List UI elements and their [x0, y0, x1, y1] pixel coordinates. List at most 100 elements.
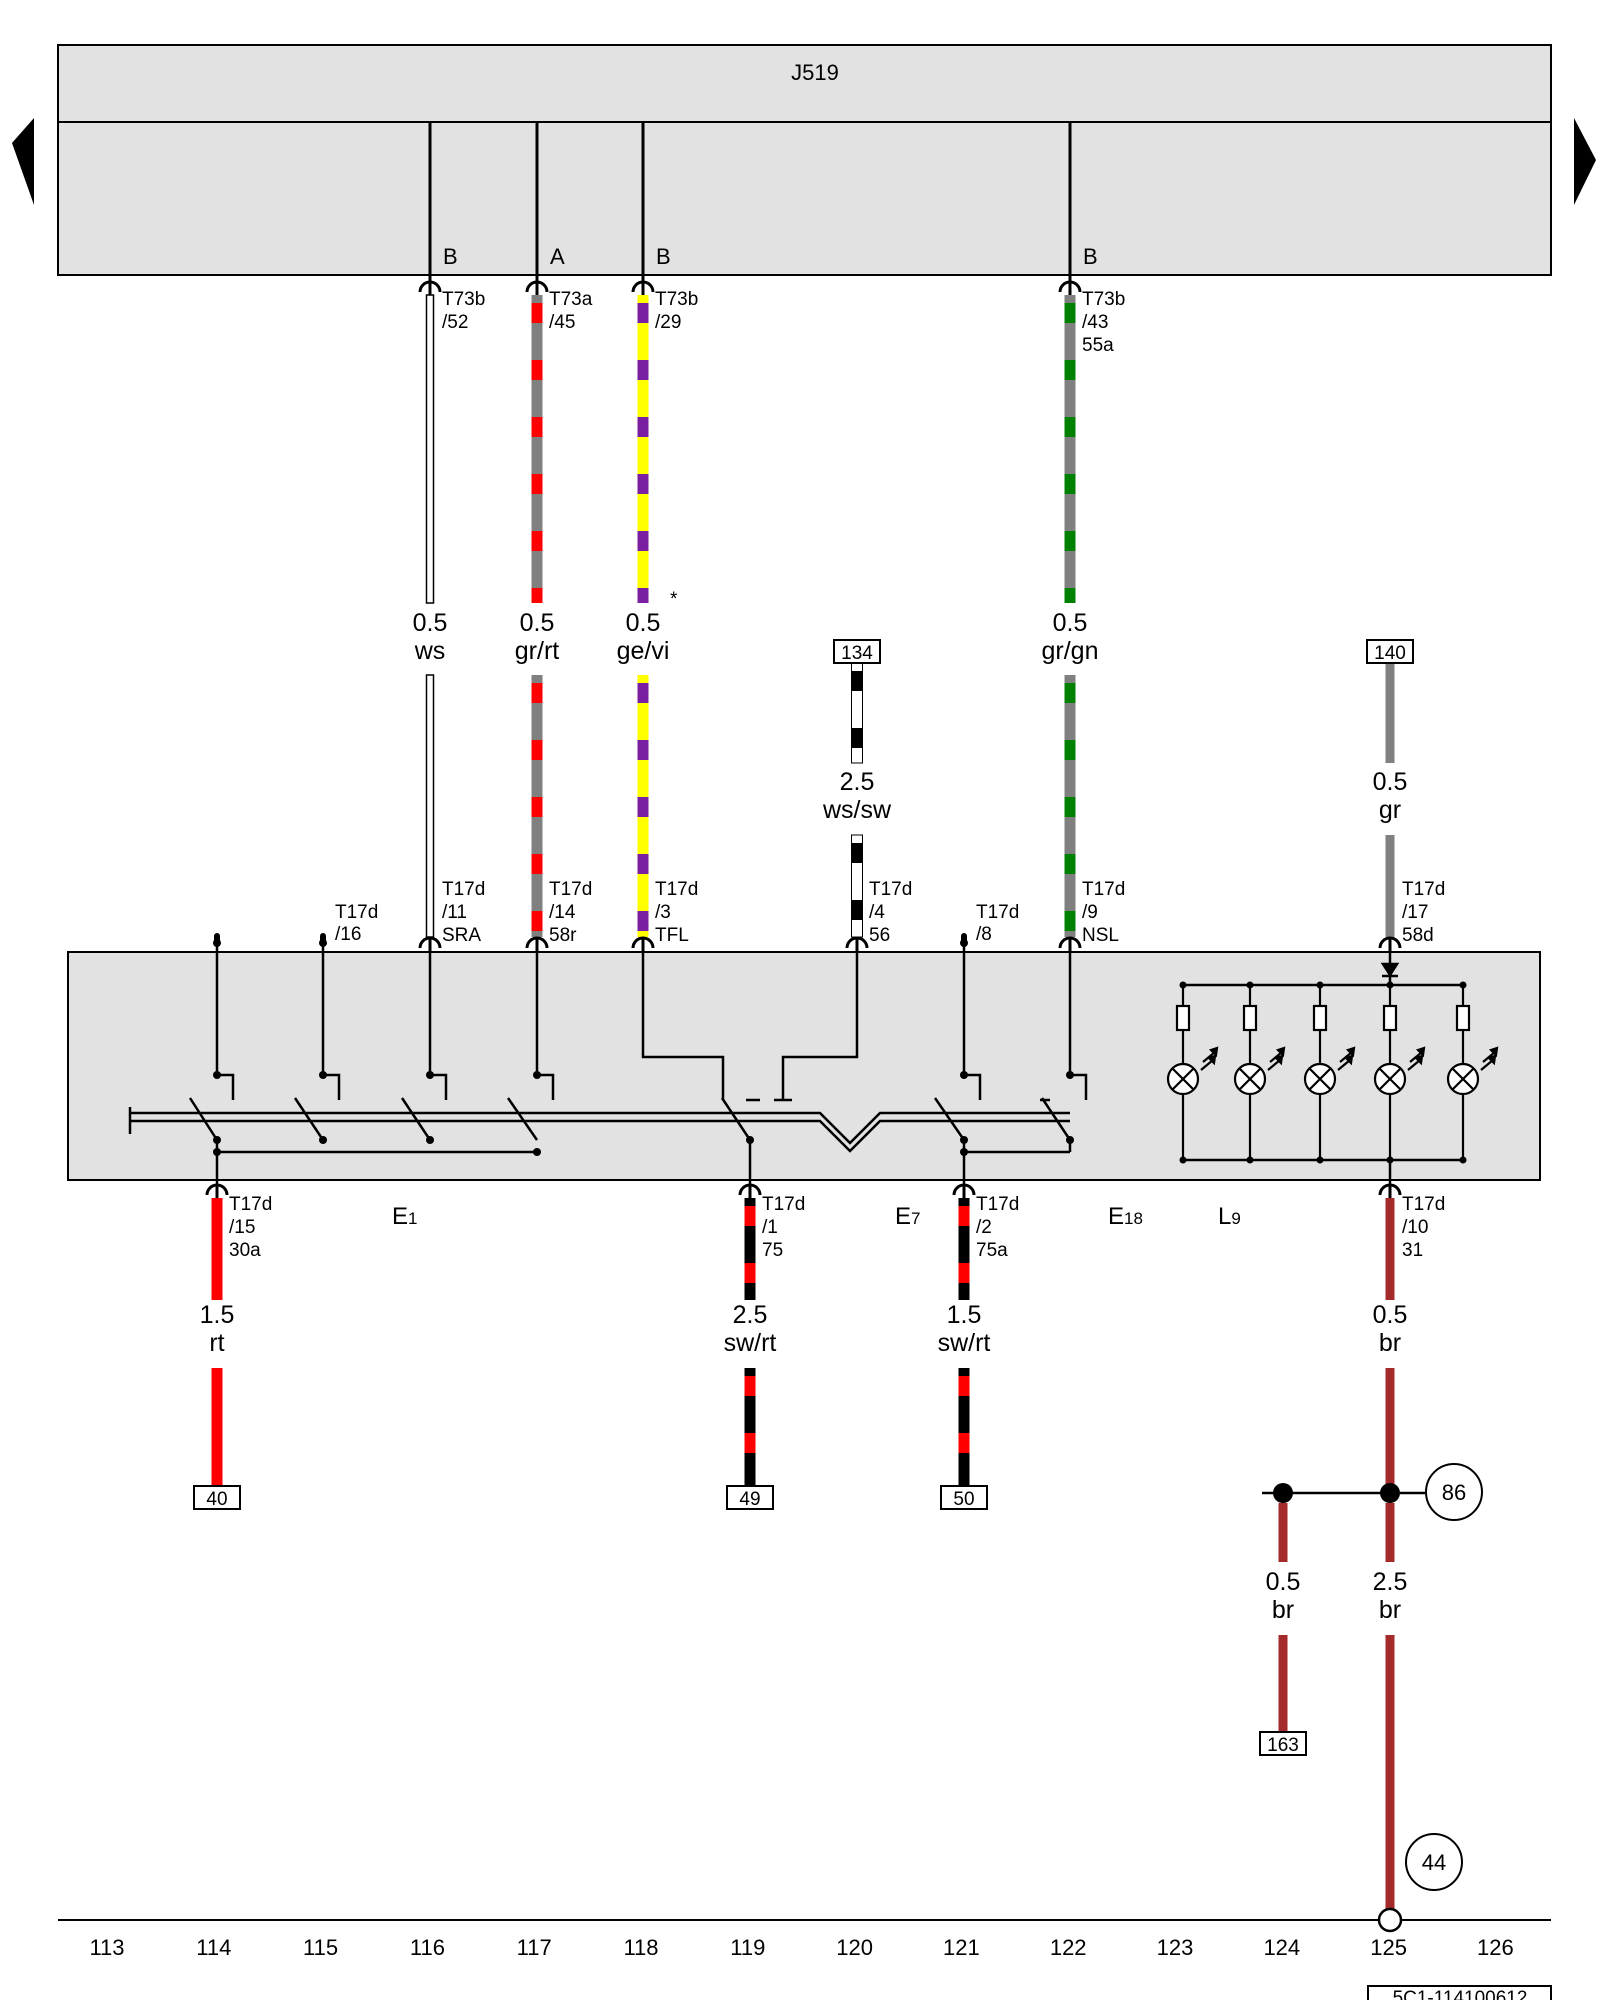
connector-plug [952, 1183, 976, 1198]
pin-conn: T17d [335, 902, 378, 923]
wire-label-114-bottom: 1.5 rt [200, 1301, 235, 1357]
wire-size: 0.5 [1373, 768, 1408, 796]
pin-function: TFL [655, 925, 689, 946]
wire-label-120: 2.5 ws/sw [822, 768, 892, 824]
connector-letter: A [550, 244, 565, 269]
connector-plug [845, 936, 869, 951]
wire-size: 0.5 [413, 609, 448, 637]
connector-t73b-52: B T73b /52 [442, 244, 485, 333]
wire-size: 0.5 [1053, 609, 1088, 637]
previous-page-arrow[interactable] [12, 118, 34, 205]
wire-label-124-ground: 0.5 br [1266, 1568, 1301, 1624]
lamp-junction-dots [1179, 981, 1467, 1164]
switch-top-pins: T17d /16 T17d /11 SRA T17d /14 58r T17d … [335, 879, 1445, 946]
wire-w124c [1278, 1503, 1288, 1732]
column-number: 123 [1157, 1935, 1194, 1960]
pin-number: /17 [1402, 902, 1428, 923]
lamp-icon [1233, 985, 1286, 1160]
connector-pin: /43 [1082, 312, 1108, 333]
ref-box-value: 40 [206, 1489, 227, 1510]
wire-label-125-ground: 2.5 br [1373, 1568, 1408, 1624]
wire-size: 0.5 [1266, 1568, 1301, 1596]
pin-t17d-9: T17d /9 NSL [1082, 879, 1125, 946]
pin-conn: T17d [442, 879, 485, 900]
connector-t73b-43: B T73b /43 55a [1082, 244, 1125, 356]
pin-conn: T17d [229, 1194, 272, 1215]
connector-t73b-29: B T73b /29 [655, 244, 698, 333]
lamp-icon [1166, 985, 1219, 1160]
ground-junction [1262, 1483, 1425, 1503]
wire-color: rt [209, 1329, 224, 1357]
pin-conn: T17d [976, 1194, 1019, 1215]
connector-plug [738, 1183, 762, 1198]
connector-id: T73a [549, 289, 593, 310]
wire-w125b [1385, 1198, 1395, 1484]
column-number: 115 [303, 1935, 338, 1960]
pin-function: 30a [229, 1240, 261, 1261]
wire-color: br [1379, 1596, 1401, 1624]
pin-t17d-17: T17d /17 58d [1402, 879, 1445, 946]
wire-labels: 0.5 ws 0.5 gr/rt 0.5 ge/vi 2.5 ws/sw 0.5… [200, 589, 1408, 1624]
wire-w121b [958, 1198, 970, 1486]
pin-conn: T17d [549, 879, 592, 900]
top-connectors: B T73b /52 A T73a /45 B T73b /29 B T73b … [442, 244, 1125, 356]
column-number: 126 [1477, 1935, 1514, 1960]
wire-size: 0.5 [520, 609, 555, 637]
pin-number: /11 [442, 902, 467, 923]
diagram-code-text: 5C1-114100612 [1393, 1988, 1528, 2000]
pin-function: 75a [976, 1240, 1008, 1261]
column-number: 119 [730, 1935, 765, 1960]
ref-box-140: 140 [1366, 639, 1414, 664]
pin-t17d-15: T17d /15 30a [229, 1194, 272, 1261]
column-number: 114 [196, 1935, 231, 1960]
wire-layer [211, 294, 1395, 1910]
ref-box-value: 49 [739, 1489, 760, 1510]
pin-t17d-4: T17d /4 56 [869, 879, 912, 946]
wire-color: ge/vi [617, 637, 670, 665]
column-number: 124 [1263, 1935, 1300, 1960]
wire-size: 1.5 [947, 1301, 982, 1329]
wire-w118 [637, 295, 649, 937]
wire-label-125: 0.5 gr [1373, 768, 1408, 824]
connector-letter: B [1083, 244, 1098, 269]
connector-plug [418, 280, 442, 295]
connector-plug [525, 936, 549, 951]
pin-number: /8 [976, 924, 992, 945]
wire-size: 2.5 [1373, 1568, 1408, 1596]
pin-function: SRA [442, 925, 481, 946]
connector-plug [418, 936, 442, 951]
column-number: 113 [89, 1935, 124, 1960]
ref-box-40: 40 [193, 1485, 241, 1510]
column-number: 122 [1050, 1935, 1087, 1960]
wire-w125 [1385, 663, 1395, 937]
ref-box-134: 134 [833, 639, 881, 664]
next-page-arrow[interactable] [1574, 118, 1596, 205]
connector-plug [1378, 936, 1402, 951]
pin-number: /3 [655, 902, 671, 923]
lamp-layer [1166, 981, 1499, 1164]
connector-plug [631, 280, 655, 295]
ref-box-value: 134 [841, 643, 873, 664]
connector-extra: 55a [1082, 335, 1114, 356]
plug-layer [205, 280, 1402, 1198]
pin-conn: T17d [976, 902, 1019, 923]
pin-conn: T17d [1402, 879, 1445, 900]
switch-bottom-pins: T17d /15 30a T17d /1 75 T17d /2 75a T17d… [229, 1194, 1445, 1261]
pin-number: /15 [229, 1217, 255, 1238]
component-e1: E1 [392, 1203, 417, 1230]
connector-plug [1058, 936, 1082, 951]
wire-w122 [1064, 295, 1076, 937]
wire-w119b [744, 1198, 756, 1486]
connector-pin: /29 [655, 312, 681, 333]
ref-box-49: 49 [726, 1485, 774, 1510]
wire-footnote: * [670, 589, 678, 610]
ground-point-value: 44 [1422, 1850, 1446, 1875]
wire-label-117: 0.5 gr/rt [515, 609, 560, 665]
pin-t17d-10: T17d /10 31 [1402, 1194, 1445, 1261]
pin-t17d-3: T17d /3 TFL [655, 879, 698, 946]
pin-conn: T17d [1082, 879, 1125, 900]
ref-box-value: 140 [1374, 643, 1406, 664]
pin-t17d-14: T17d /14 58r [549, 879, 592, 946]
connector-pin: /52 [442, 312, 468, 333]
